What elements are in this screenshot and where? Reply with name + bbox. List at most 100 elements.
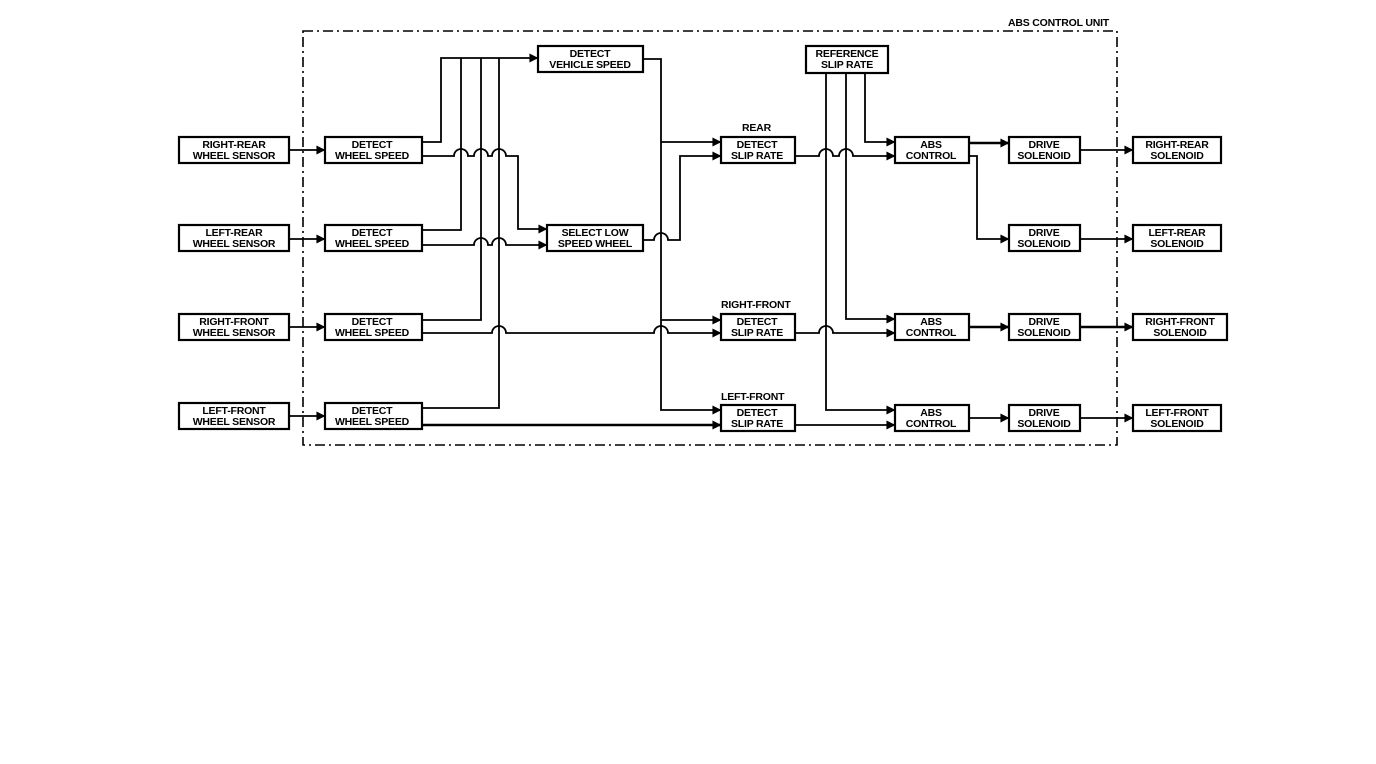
- wire-abs-rear-to-drive-lr: [969, 155, 1010, 244]
- box-line: ABS: [920, 407, 942, 419]
- wire-rf-to-slip: [422, 325, 722, 338]
- box-line: CONTROL: [906, 418, 957, 430]
- wire-lr-to-select-low: [422, 237, 548, 250]
- abs-control-unit-title: ABS CONTROL UNIT: [1008, 17, 1110, 29]
- box-line: WHEEL SENSOR: [193, 416, 276, 428]
- box-line: DETECT: [737, 407, 779, 419]
- box-line: DETECT: [352, 139, 394, 151]
- box-line: LEFT-FRONT: [1145, 407, 1209, 419]
- bus-rr-to-vehicle-speed: [422, 53, 539, 143]
- box-line: SLIP RATE: [731, 150, 783, 162]
- box-line: SOLENOID: [1017, 238, 1071, 250]
- box-line: WHEEL SPEED: [335, 416, 410, 428]
- box-line: SOLENOID: [1017, 150, 1071, 162]
- box-line: DRIVE: [1028, 139, 1059, 151]
- section-label-right-front: RIGHT-FRONT: [721, 299, 791, 311]
- box-line: LEFT-REAR: [1148, 227, 1206, 239]
- section-label-rear: REAR: [742, 122, 772, 134]
- wire-rear-slip-to-abs: [795, 148, 896, 161]
- bus-lr-to-vehicle-speed: [422, 58, 462, 231]
- box-line: DETECT: [570, 48, 612, 60]
- box-line: SLIP RATE: [731, 418, 783, 430]
- box-line: DETECT: [352, 405, 394, 417]
- box-line: WHEEL SPEED: [335, 238, 410, 250]
- box-line: WHEEL SENSOR: [193, 238, 276, 250]
- box-line: SLIP RATE: [821, 59, 873, 71]
- box-line: SPEED WHEEL: [558, 238, 633, 250]
- box-line: CONTROL: [906, 327, 957, 339]
- box-line: LEFT-REAR: [205, 227, 263, 239]
- wire-rf-slip-to-abs: [795, 325, 896, 338]
- box-line: WHEEL SPEED: [335, 150, 410, 162]
- box-line: DRIVE: [1028, 227, 1059, 239]
- box-line: SOLENOID: [1153, 327, 1207, 339]
- bus-vehicle-speed: [643, 58, 722, 415]
- box-line: RIGHT-REAR: [202, 139, 266, 151]
- box-line: SOLENOID: [1017, 327, 1071, 339]
- box-line: SOLENOID: [1150, 238, 1204, 250]
- box-line: SOLENOID: [1017, 418, 1071, 430]
- box-line: SOLENOID: [1150, 150, 1204, 162]
- wire-select-low-to-rear-slip: [643, 151, 722, 241]
- box-line: WHEEL SENSOR: [193, 150, 276, 162]
- box-line: RIGHT-FRONT: [1145, 316, 1215, 328]
- wire-rr-to-select-low: [422, 148, 548, 234]
- bus-lf-to-vehicle-speed: [422, 58, 500, 409]
- bus-ref-rear: [864, 73, 896, 147]
- box-line: REFERENCE: [816, 48, 879, 60]
- box-line: VEHICLE SPEED: [549, 59, 631, 71]
- section-label-left-front: LEFT-FRONT: [721, 391, 785, 403]
- box-line: DETECT: [737, 316, 779, 328]
- box-line: WHEEL SPEED: [335, 327, 410, 339]
- box-line: ABS: [920, 139, 942, 151]
- box-line: RIGHT-FRONT: [199, 316, 269, 328]
- box-line: CONTROL: [906, 150, 957, 162]
- box-line: RIGHT-REAR: [1145, 139, 1209, 151]
- box-line: WHEEL SENSOR: [193, 327, 276, 339]
- box-line: DETECT: [352, 227, 394, 239]
- box-line: SLIP RATE: [731, 327, 783, 339]
- bus-ref-rf: [845, 73, 896, 324]
